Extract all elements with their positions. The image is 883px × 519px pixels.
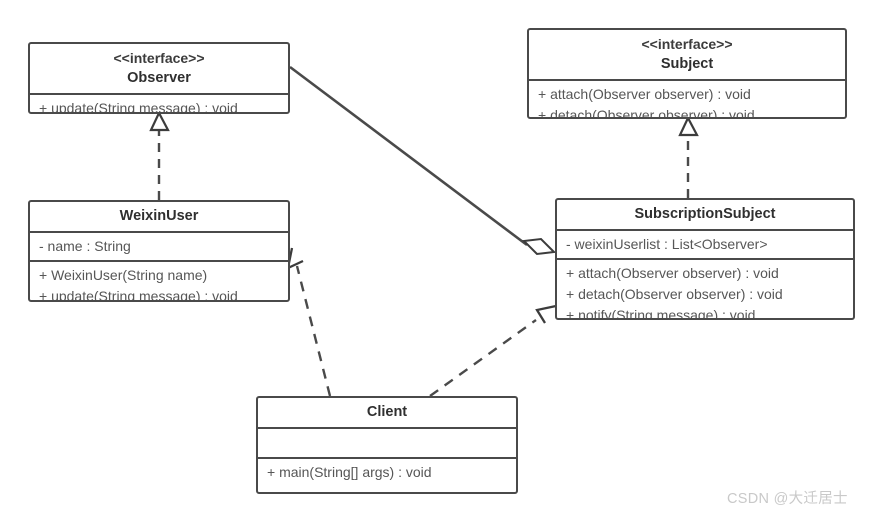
hollow-triangle-arrowhead-icon <box>678 115 699 137</box>
stereotype-label: <<interface>> <box>641 36 733 52</box>
class-box-subscriptionsubject[interactable]: SubscriptionSubject - weixinUserlist : L… <box>555 198 855 320</box>
edge-weixinuser-realizes-observer <box>149 110 170 200</box>
method-row: + notify(String message) : void <box>566 307 756 320</box>
hollow-diamond-icon <box>521 237 557 256</box>
methods-compartment-observer: + update(String message) : void <box>30 93 288 114</box>
methods-compartment-subject: + attach(Observer observer) : void + det… <box>529 79 845 119</box>
class-name-label: Subject <box>660 56 714 72</box>
method-row: + update(String message) : void <box>39 100 238 114</box>
class-name-label: SubscriptionSubject <box>634 206 776 222</box>
attribute-row: - name : String <box>39 238 131 254</box>
class-box-subject[interactable]: <<interface>> Subject + attach(Observer … <box>527 28 847 119</box>
dependency-line <box>429 319 537 397</box>
open-arrowhead-icon <box>535 304 557 324</box>
class-box-client[interactable]: Client + main(String[] args) : void <box>256 396 518 494</box>
edge-subscriptionsubject-aggregates-observer <box>289 65 557 256</box>
method-row: + main(String[] args) : void <box>267 464 432 480</box>
method-row: + attach(Observer observer) : void <box>538 86 751 102</box>
hollow-triangle-arrowhead-icon <box>149 110 170 132</box>
dependency-line <box>295 265 332 397</box>
watermark-label: CSDN @大迁居士 <box>727 491 848 507</box>
edge-subscriptionsubject-realizes-subject <box>678 115 699 198</box>
method-row: + WeixinUser(String name) <box>39 267 208 283</box>
class-name-label: Client <box>366 404 408 420</box>
aggregation-line <box>289 65 528 247</box>
methods-compartment-subscriptionsubject: + attach(Observer observer) : void + det… <box>557 258 853 320</box>
method-row: + detach(Observer observer) : void <box>538 107 755 119</box>
stereotype-label: <<interface>> <box>113 50 205 66</box>
attributes-compartment-weixinuser: - name : String <box>30 231 288 260</box>
attributes-compartment-client <box>258 427 516 457</box>
class-name-label: WeixinUser <box>119 208 199 224</box>
edge-client-depends-weixinuser <box>286 247 332 397</box>
edge-client-depends-subscriptionsubject <box>429 304 557 397</box>
method-row: + detach(Observer observer) : void <box>566 286 783 302</box>
methods-compartment-weixinuser: + WeixinUser(String name) + update(Strin… <box>30 260 288 302</box>
class-header-observer: <<interface>> Observer <box>30 44 288 93</box>
class-box-weixinuser[interactable]: WeixinUser - name : String + WeixinUser(… <box>28 200 290 302</box>
method-row: + update(String message) : void <box>39 288 238 302</box>
class-header-client: Client <box>258 398 516 427</box>
class-header-subject: <<interface>> Subject <box>529 30 845 79</box>
open-arrowhead-icon <box>286 247 304 271</box>
attributes-compartment-subscriptionsubject: - weixinUserlist : List<Observer> <box>557 229 853 258</box>
class-name-label: Observer <box>127 70 191 86</box>
class-box-observer[interactable]: <<interface>> Observer + update(String m… <box>28 42 290 114</box>
class-header-weixinuser: WeixinUser <box>30 202 288 231</box>
class-header-subscriptionsubject: SubscriptionSubject <box>557 200 853 229</box>
methods-compartment-client: + main(String[] args) : void <box>258 457 516 486</box>
method-row: + attach(Observer observer) : void <box>566 265 779 281</box>
attribute-row: - weixinUserlist : List<Observer> <box>566 236 768 252</box>
